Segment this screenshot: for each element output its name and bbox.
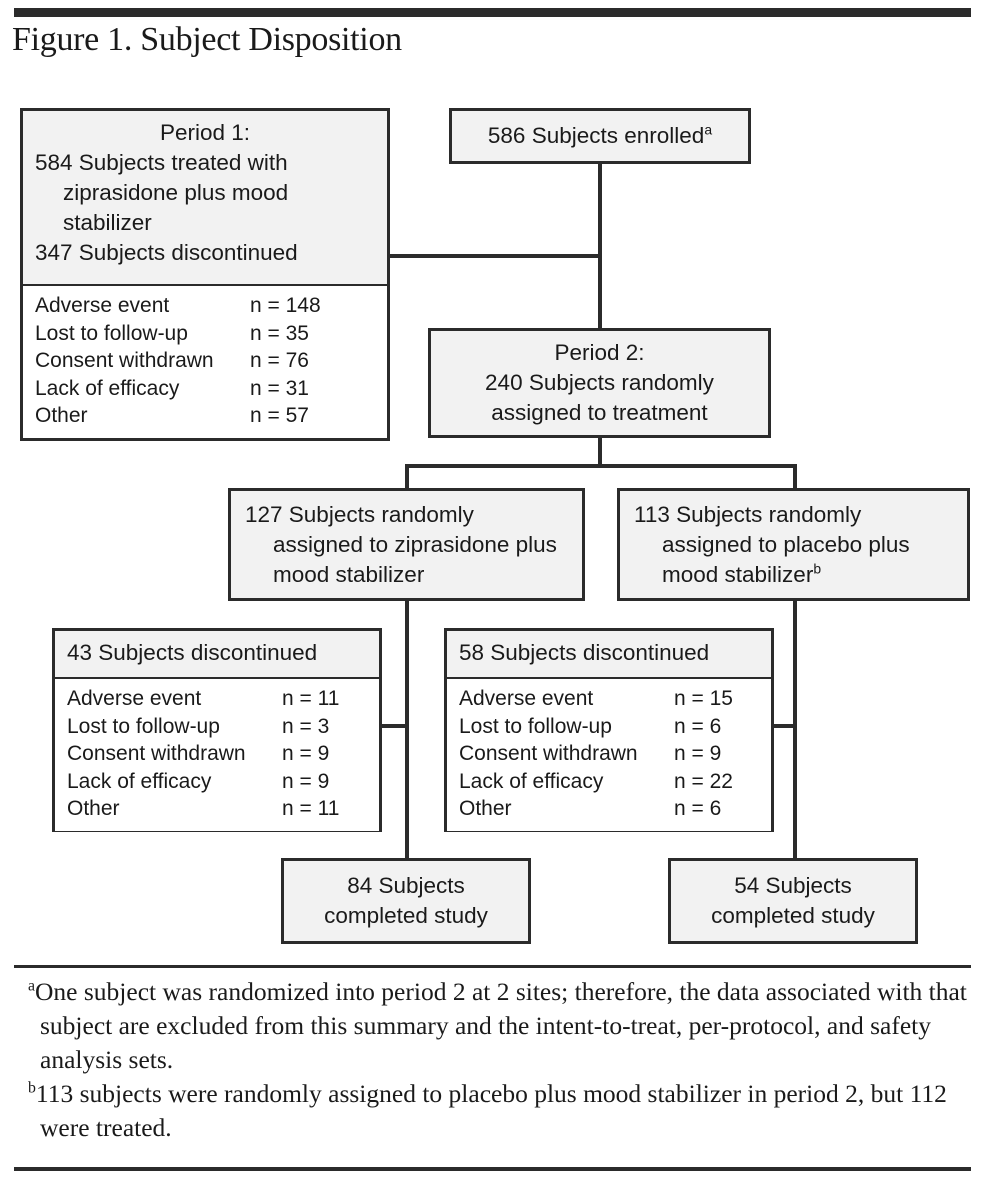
- top-divider-rule: [14, 8, 971, 17]
- connector-enrolled-to-period2: [598, 254, 602, 329]
- connector-period2-down: [598, 437, 602, 467]
- reason-row: Lack of efficacy n = 22: [459, 768, 761, 796]
- enrolled-superscript: a: [704, 121, 713, 138]
- footnote-b: b113 subjects were randomly assigned to …: [12, 1077, 985, 1145]
- period1-header: Period 1: 584 Subjects treated with zipr…: [23, 111, 387, 286]
- reason-row: Consent withdrawn n = 76: [35, 347, 377, 375]
- reason-label: Consent withdrawn: [35, 349, 214, 372]
- node-arm-placebo: 113 Subjects randomly assigned to placeb…: [617, 488, 970, 601]
- enrolled-label: 586 Subjects enrolled: [487, 123, 705, 148]
- reason-count: n = 15: [674, 687, 733, 710]
- node-completed-placebo: 54 Subjects completed study: [668, 858, 918, 944]
- footnote-a: aOne subject was randomized into period …: [12, 975, 985, 1077]
- connector-enrolled-to-period1: [388, 254, 602, 258]
- node-arm-ziprasidone: 127 Subjects randomly assigned to zipras…: [228, 488, 585, 601]
- reason-label: Lost to follow-up: [459, 714, 612, 738]
- reason-row: Lost to follow-up n = 3: [67, 713, 369, 741]
- reason-label: Adverse event: [35, 294, 170, 317]
- reason-row: Lost to follow-up n = 35: [35, 320, 377, 348]
- arm-placebo-superscript: b: [813, 560, 822, 576]
- footnote-a-text: One subject was randomized into period 2…: [35, 977, 967, 1074]
- period1-treated-line: 584 Subjects treated with ziprasidone pl…: [35, 150, 289, 235]
- connector-enrolled-down: [598, 163, 602, 258]
- reason-count: n = 9: [282, 769, 330, 793]
- figure-title: Figure 1. Subject Disposition: [12, 21, 402, 58]
- reason-count: n = 6: [674, 714, 722, 738]
- period2-title: Period 2:: [554, 340, 645, 365]
- reason-row: Other n = 11: [67, 795, 369, 823]
- arm-ziprasidone-label: 127 Subjects randomly assigned to zipras…: [245, 501, 557, 587]
- footnote-top-rule: [14, 965, 971, 968]
- connector-split-right-down: [793, 464, 797, 489]
- reason-row: Lack of efficacy n = 9: [67, 768, 369, 796]
- reason-label: Lack of efficacy: [67, 769, 212, 793]
- subject-disposition-flowchart: 586 Subjects enrolleda Period 1: 584 Sub…: [20, 108, 970, 944]
- node-disc-placebo: 58 Subjects discontinued Adverse event n…: [444, 628, 774, 832]
- reason-count: n = 57: [250, 404, 309, 427]
- node-enrolled: 586 Subjects enrolleda: [449, 108, 751, 164]
- reason-count: n = 9: [282, 742, 330, 765]
- footnote-b-text: 113 subjects were randomly assigned to p…: [35, 1079, 947, 1142]
- reason-label: Other: [459, 797, 512, 820]
- connector-split-bar: [405, 464, 797, 468]
- node-completed-ziprasidone: 84 Subjects completed study: [281, 858, 531, 944]
- reason-row: Consent withdrawn n = 9: [67, 740, 369, 768]
- node-period1: Period 1: 584 Subjects treated with zipr…: [20, 108, 390, 441]
- reason-label: Other: [67, 797, 120, 820]
- reason-count: n = 22: [674, 769, 733, 793]
- reason-count: n = 31: [250, 376, 309, 400]
- reason-count: n = 76: [250, 349, 309, 372]
- reason-label: Consent withdrawn: [67, 742, 246, 765]
- footnote-bottom-rule: [14, 1167, 971, 1171]
- connector-left-arm-spine: [405, 600, 409, 860]
- reason-label: Lost to follow-up: [35, 321, 188, 345]
- node-period2: Period 2: 240 Subjects randomly assigned…: [428, 328, 771, 438]
- completed-placebo-line1: 54 Subjects: [734, 873, 852, 898]
- reason-count: n = 148: [250, 294, 321, 317]
- completed-placebo-line2: completed study: [711, 903, 875, 928]
- disc-ziprasidone-header: 43 Subjects discontinued: [55, 631, 379, 679]
- connector-right-arm-spine: [793, 600, 797, 860]
- node-disc-ziprasidone: 43 Subjects discontinued Adverse event n…: [52, 628, 382, 832]
- reason-label: Lack of efficacy: [35, 376, 180, 400]
- reason-count: n = 6: [674, 797, 722, 820]
- reason-label: Adverse event: [459, 687, 594, 710]
- reason-row: Adverse event n = 148: [35, 292, 377, 320]
- reason-row: Lack of efficacy n = 31: [35, 375, 377, 403]
- period1-discontinued-line: 347 Subjects discontinued: [35, 240, 298, 265]
- period2-assigned-line: 240 Subjects randomly assigned to treatm…: [485, 370, 714, 425]
- period1-title: Period 1:: [159, 120, 251, 145]
- reason-count: n = 9: [674, 742, 722, 765]
- disc-placebo-header: 58 Subjects discontinued: [447, 631, 771, 679]
- reason-label: Lack of efficacy: [459, 769, 604, 793]
- reason-label: Other: [35, 404, 88, 427]
- reason-row: Consent withdrawn n = 9: [459, 740, 761, 768]
- reason-row: Other n = 57: [35, 402, 377, 430]
- completed-ziprasidone-line1: 84 Subjects: [347, 873, 465, 898]
- footnote-b-marker: b: [28, 1079, 36, 1097]
- reason-count: n = 11: [282, 687, 340, 710]
- disc-placebo-reason-list: Adverse event n = 15 Lost to follow-up n…: [447, 679, 771, 831]
- connector-right-disc-stub: [772, 724, 796, 728]
- reason-row: Lost to follow-up n = 6: [459, 713, 761, 741]
- period1-reason-list: Adverse event n = 148 Lost to follow-up …: [23, 286, 387, 438]
- footnote-a-marker: a: [28, 977, 36, 995]
- reason-label: Consent withdrawn: [459, 742, 638, 765]
- reason-label: Lost to follow-up: [67, 714, 220, 738]
- disc-ziprasidone-reason-list: Adverse event n = 11 Lost to follow-up n…: [55, 679, 379, 831]
- reason-count: n = 11: [282, 797, 340, 820]
- reason-label: Adverse event: [67, 687, 202, 710]
- connector-left-disc-stub: [381, 724, 407, 728]
- reason-row: Adverse event n = 11: [67, 685, 369, 713]
- reason-count: n = 3: [282, 714, 330, 738]
- reason-row: Other n = 6: [459, 795, 761, 823]
- connector-split-left-down: [405, 464, 409, 489]
- completed-ziprasidone-line2: completed study: [324, 903, 488, 928]
- arm-placebo-label: 113 Subjects randomly assigned to placeb…: [634, 501, 910, 587]
- reason-count: n = 35: [250, 321, 309, 345]
- reason-row: Adverse event n = 15: [459, 685, 761, 713]
